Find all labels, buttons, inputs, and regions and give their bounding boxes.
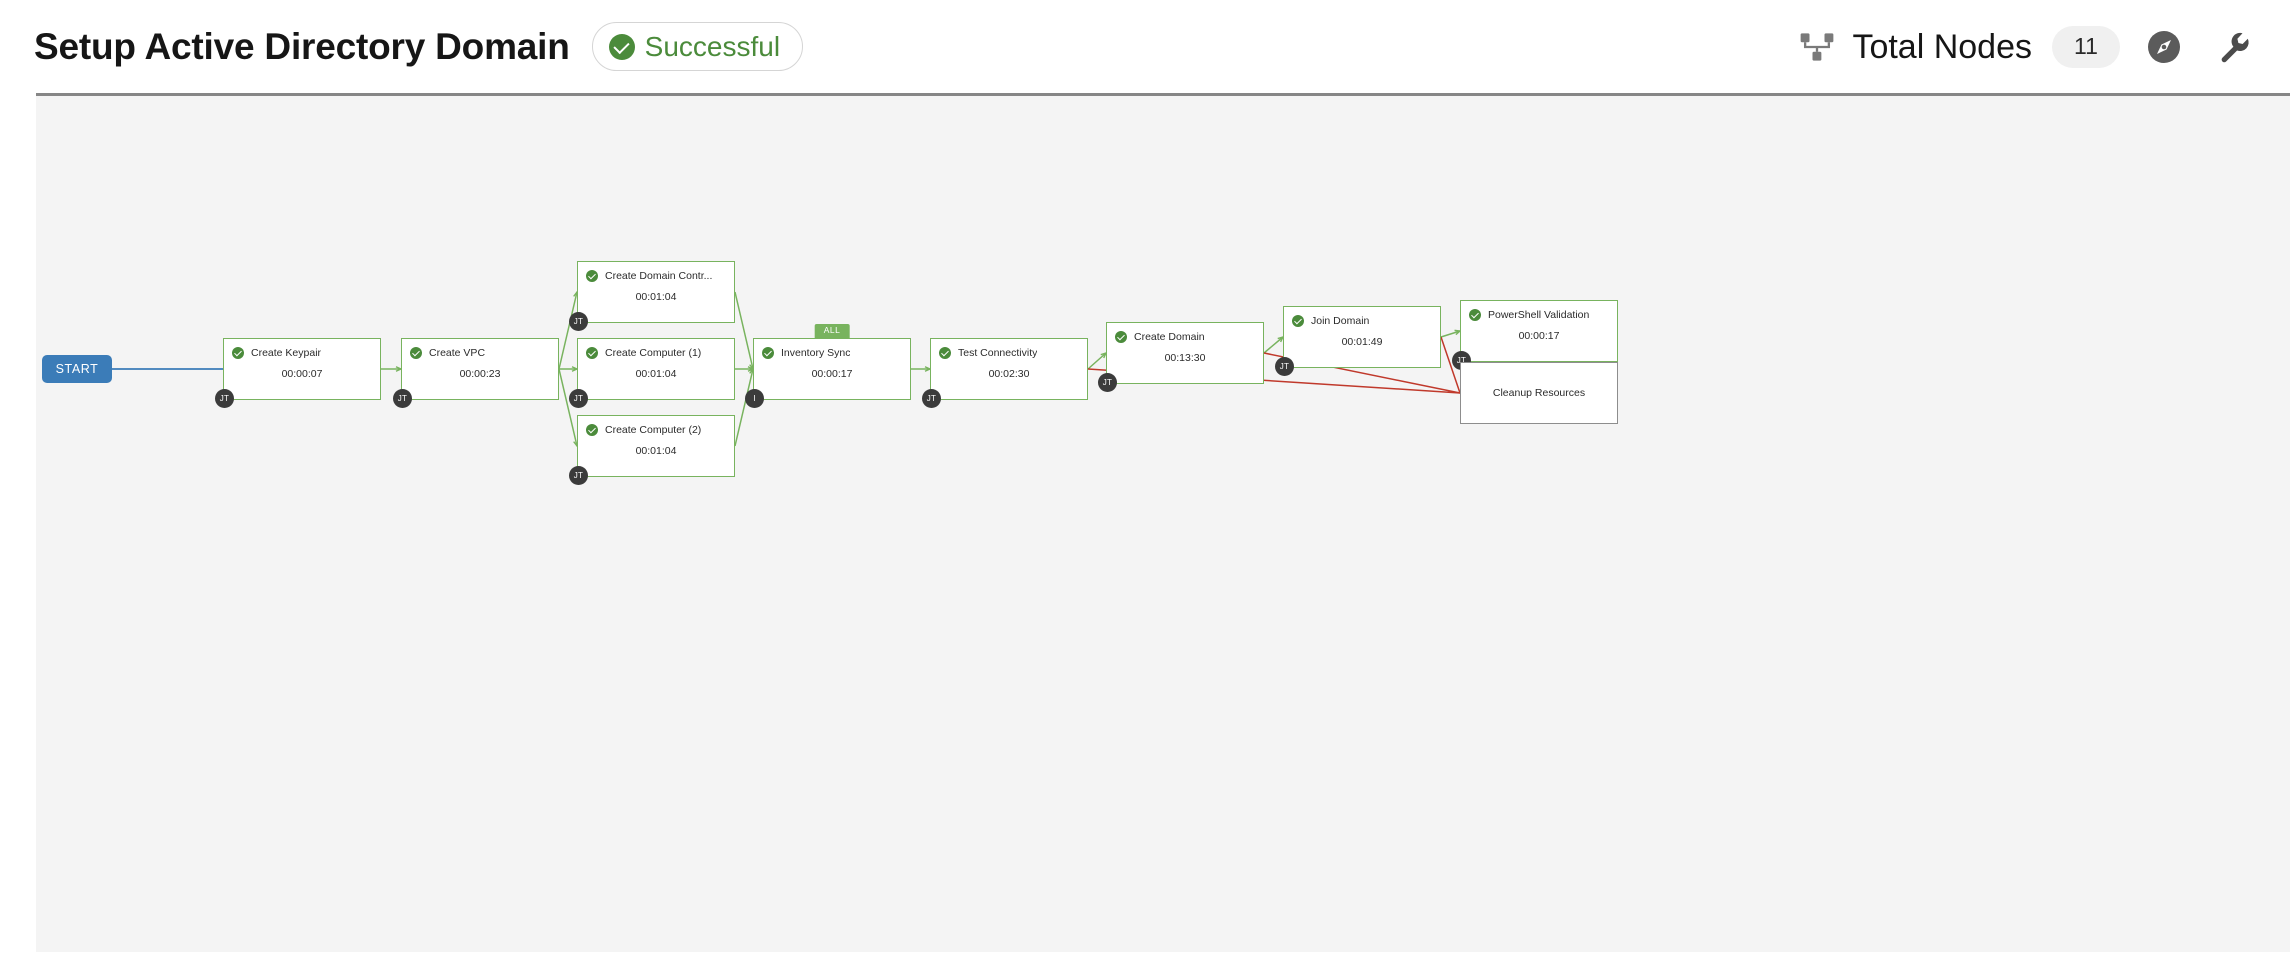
job-template-badge: JT: [569, 389, 588, 408]
node-label: Join Domain: [1311, 315, 1370, 327]
node-duration: 00:00:17: [811, 367, 853, 380]
job-template-badge: JT: [1098, 373, 1117, 392]
edge-joindom-to-cleanup: [1440, 336, 1461, 394]
node-title-row: Create Computer (2): [578, 416, 734, 437]
check-circle-icon: [586, 347, 598, 360]
check-circle-icon: [1469, 309, 1481, 322]
node-title-row: Create VPC: [402, 339, 558, 360]
check-circle-icon: [939, 347, 951, 360]
convergence-badge: ALL: [814, 324, 850, 339]
node-label: Create Keypair: [251, 347, 322, 359]
page-title: Setup Active Directory Domain: [34, 26, 570, 67]
header-right-group: Total Nodes 11: [1800, 0, 2252, 93]
edge-domctrl-to-inventory: [734, 291, 754, 370]
node-duration: 00:01:04: [635, 367, 677, 380]
edge-joindom-to-psvalid: [1440, 330, 1461, 338]
check-circle-icon: [762, 347, 774, 360]
node-title-row: Create Keypair: [224, 339, 380, 360]
check-circle-icon: [1292, 315, 1304, 328]
node-title-row: Create Computer (1): [578, 339, 734, 360]
status-badge-label: Successful: [644, 30, 781, 62]
node-duration: 00:02:30: [988, 367, 1030, 380]
job-template-badge: JT: [215, 389, 234, 408]
node-label: Create Computer (1): [605, 347, 702, 359]
node-label: Create Domain Contr...: [605, 270, 713, 282]
node-title-row: Create Domain: [1107, 323, 1263, 344]
job-template-badge: JT: [922, 389, 941, 408]
check-circle-icon: [586, 424, 598, 437]
total-nodes-count: 11: [2052, 25, 2120, 68]
node-duration: 00:00:17: [1518, 329, 1560, 342]
node-title-row: PowerShell Validation: [1461, 301, 1617, 322]
header-left-group: Setup Active Directory Domain Successful: [34, 22, 804, 71]
wrench-icon[interactable]: [2216, 29, 2252, 65]
edge-createdom-to-joindom: [1263, 336, 1284, 354]
check-circle-icon: [586, 270, 598, 283]
check-circle-icon: [1115, 331, 1127, 344]
page-header: Setup Active Directory Domain Successful…: [0, 0, 2290, 93]
job-template-badge: JT: [393, 389, 412, 408]
sitemap-icon: [1801, 32, 1834, 61]
status-badge: Successful: [591, 22, 804, 71]
check-circle-icon: [410, 347, 422, 360]
edge-testconn-to-createdom: [1087, 352, 1107, 370]
check-circle-icon: [608, 33, 635, 60]
node-title-row: Test Connectivity: [931, 339, 1087, 360]
check-circle-icon: [232, 347, 244, 360]
total-nodes-group: Total Nodes 11: [1800, 25, 2120, 68]
node-label: PowerShell Validation: [1488, 309, 1590, 321]
node-label: Create Domain: [1134, 331, 1205, 343]
node-duration: 00:01:04: [635, 290, 677, 303]
node-duration: 00:00:23: [459, 367, 501, 380]
node-duration: 00:13:30: [1164, 351, 1206, 364]
job-template-badge: JT: [569, 312, 588, 331]
node-label: Test Connectivity: [958, 347, 1038, 359]
node-label: Create VPC: [429, 347, 486, 359]
inventory-badge: I: [745, 389, 764, 408]
workflow-edges: [112, 290, 1462, 448]
total-nodes-label: Total Nodes: [1852, 27, 2032, 66]
node-title-row: Create Domain Contr...: [578, 262, 734, 283]
workflow-node-cleanup[interactable]: Cleanup Resources: [1460, 362, 1618, 424]
node-title-row: Join Domain: [1284, 307, 1440, 328]
node-duration: 00:01:49: [1341, 335, 1383, 348]
edge-vpc-to-domctrl: [558, 291, 578, 370]
job-template-badge: JT: [569, 466, 588, 485]
edge-vpc-to-computer2: [558, 368, 578, 447]
edge-computer2-to-inventory: [734, 368, 754, 447]
node-duration: 00:01:04: [635, 444, 677, 457]
compass-icon[interactable]: [2146, 29, 2182, 65]
node-label: Cleanup Resources: [1492, 387, 1586, 399]
node-label: Create Computer (2): [605, 424, 702, 436]
node-label: Inventory Sync: [781, 347, 851, 359]
node-duration: 00:00:07: [281, 367, 323, 380]
start-node[interactable]: START: [42, 355, 112, 383]
node-title-row: Inventory Sync: [754, 339, 910, 360]
job-template-badge: JT: [1275, 357, 1294, 376]
